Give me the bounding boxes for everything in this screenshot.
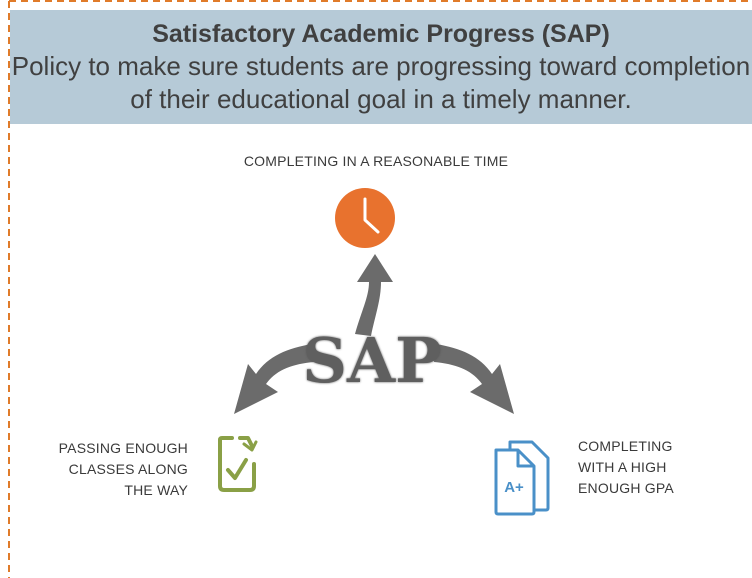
- clock-icon: [335, 188, 395, 248]
- item-label-reasonable-time: COMPLETING IN A REASONABLE TIME: [243, 153, 509, 169]
- checklist-icon: [218, 436, 258, 492]
- grade-document-icon: A+: [494, 440, 550, 516]
- arrow-left: [234, 344, 314, 414]
- page-subtitle: Policy to make sure students are progres…: [11, 51, 751, 114]
- sap-center-label: SAP: [296, 320, 448, 402]
- item-label-high-gpa: COMPLETING WITH A HIGH ENOUGH GPA: [578, 438, 674, 496]
- arrow-right: [434, 344, 514, 414]
- item-label-passing-classes: PASSING ENOUGH CLASSES ALONG THE WAY: [58, 440, 188, 498]
- sap-center-text: SAP: [302, 324, 442, 397]
- arrow-up: [355, 254, 393, 336]
- grade-text: A+: [504, 479, 524, 496]
- header-banner: Satisfactory Academic Progress (SAP) Pol…: [10, 10, 752, 124]
- page-title: Satisfactory Academic Progress (SAP): [152, 20, 610, 48]
